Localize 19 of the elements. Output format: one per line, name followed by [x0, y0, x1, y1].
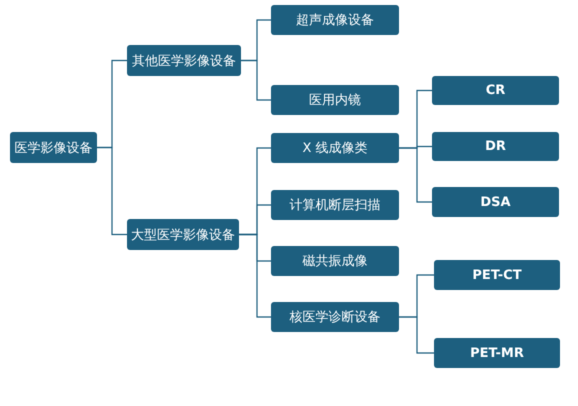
category-box: CR — [432, 76, 559, 105]
connector-line — [97, 146, 127, 236]
category-box: 医学影像设备 — [10, 132, 97, 163]
category-box: 计算机断层扫描 — [271, 190, 399, 220]
category-box: PET-MR — [434, 338, 560, 368]
category-box: 超声成像设备 — [271, 5, 399, 35]
connector-line — [241, 60, 271, 101]
category-box: 大型医学影像设备 — [127, 219, 239, 250]
connector-line — [399, 316, 434, 354]
category-box: 医用内镜 — [271, 85, 399, 115]
category-box: X 线成像类 — [271, 133, 399, 163]
connector-line — [239, 234, 271, 318]
category-box: DR — [432, 132, 559, 161]
connector-line — [399, 147, 432, 203]
category-box: 核医学诊断设备 — [271, 302, 399, 332]
category-box: 其他医学影像设备 — [127, 45, 241, 76]
category-box: PET-CT — [434, 260, 560, 290]
category-box: 磁共振成像 — [271, 246, 399, 276]
category-box: DSA — [432, 187, 559, 217]
